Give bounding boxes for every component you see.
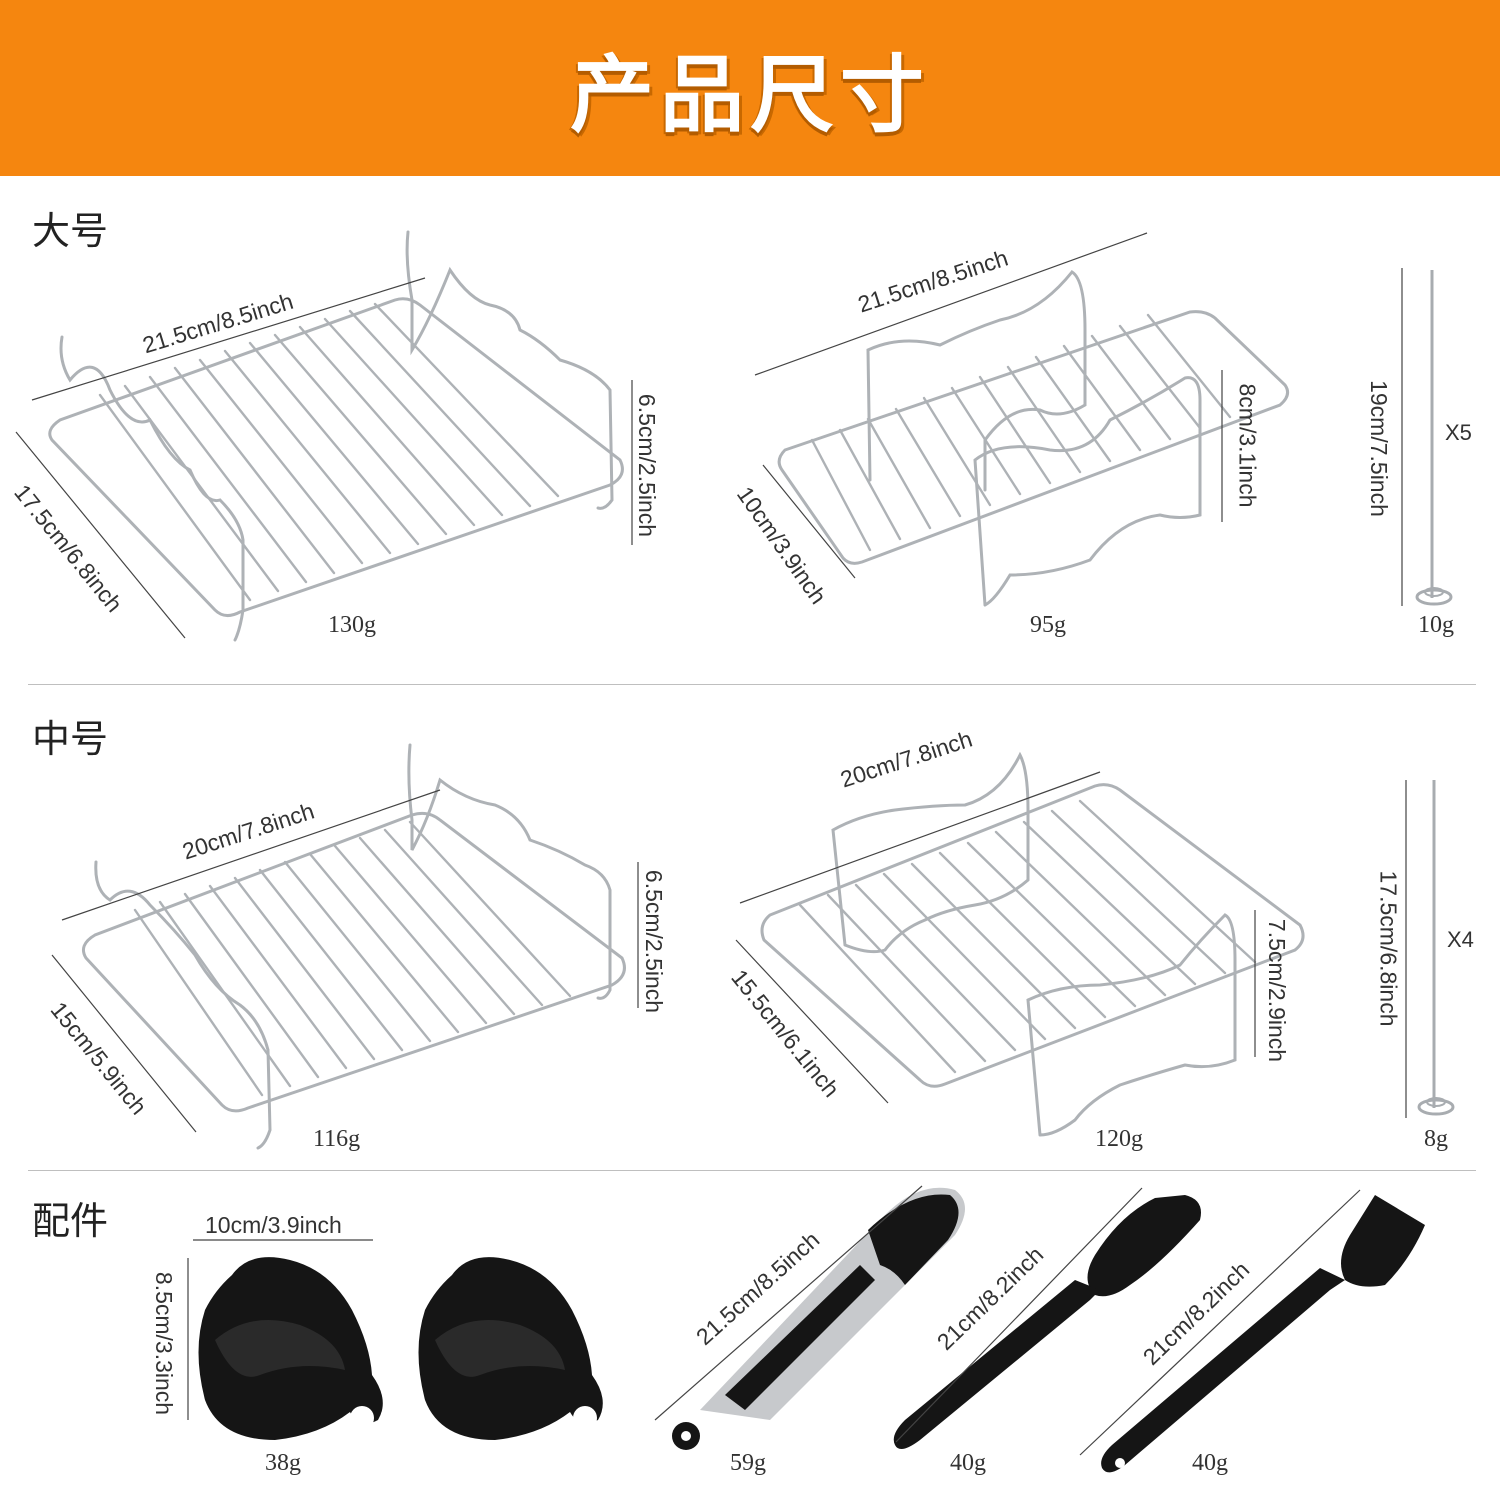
dimension-label: 19cm/7.5inch (1365, 380, 1392, 517)
spatula-image (893, 1195, 1201, 1449)
weight-label: 10g (1418, 612, 1454, 638)
dimension-label: 7.5cm/2.9inch (1264, 918, 1291, 1063)
section-label-medium: 中号 (32, 717, 109, 761)
weight-label: 38g (265, 1450, 301, 1476)
header-banner: 产品尺寸 (0, 0, 1500, 176)
weight-label: 40g (950, 1450, 986, 1476)
dimension-label: 10cm/3.9inch (205, 1212, 342, 1238)
page-title: 产品尺寸 (569, 45, 930, 144)
oven-mitt-image (198, 1257, 383, 1440)
brush-image (1101, 1195, 1425, 1473)
dimension-label: 6.5cm/2.5inch (641, 869, 668, 1014)
medium-skewer-image (1417, 780, 1455, 1116)
weight-label: 130g (328, 612, 376, 638)
oven-mitt-image (418, 1257, 603, 1440)
dimension-label: 6.5cm/2.5inch (634, 393, 661, 538)
weight-label: 116g (313, 1126, 361, 1152)
tongs-image (672, 1187, 965, 1450)
weight-label: 8g (1424, 1126, 1448, 1152)
quantity-label: X5 (1445, 420, 1472, 445)
weight-label: 59g (730, 1450, 766, 1476)
medium-rack-1-image (82, 743, 626, 1150)
medium-rack-2-image (760, 751, 1305, 1137)
dimension-label: 8.5cm/3.3inch (151, 1271, 178, 1416)
section-label-large: 大号 (32, 209, 109, 253)
large-rack-2-image (777, 270, 1290, 607)
quantity-label: X4 (1447, 927, 1474, 952)
large-skewer-image (1415, 270, 1453, 606)
dimension-label: 8cm/3.1inch (1234, 383, 1261, 508)
divider (28, 684, 1476, 685)
weight-label: 95g (1030, 612, 1066, 638)
large-rack-1-image (48, 230, 624, 642)
weight-label: 120g (1095, 1126, 1143, 1152)
weight-label: 40g (1192, 1450, 1228, 1476)
dimension-label: 17.5cm/6.8inch (1375, 870, 1402, 1027)
section-label-accessories: 配件 (32, 1199, 109, 1243)
divider (28, 1170, 1476, 1171)
